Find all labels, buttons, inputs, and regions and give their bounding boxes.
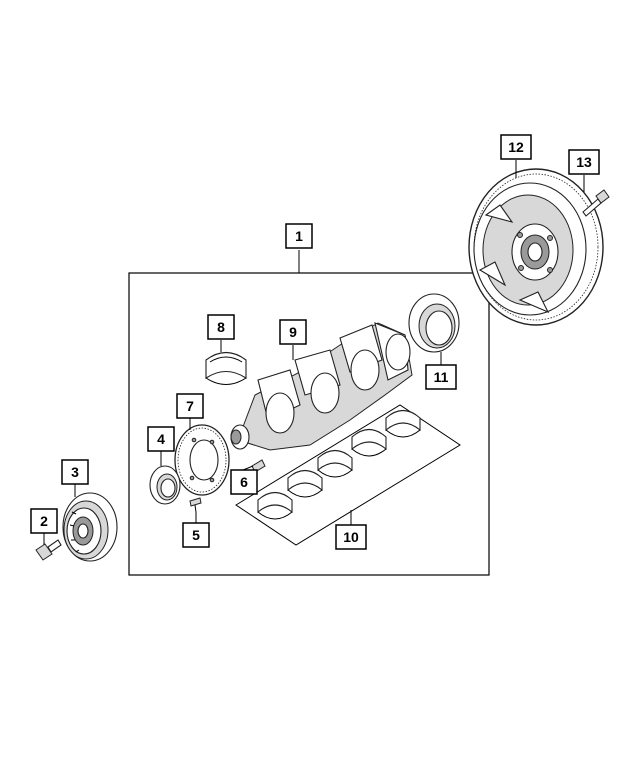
callout-8: 8	[207, 314, 235, 340]
callout-1-label: 1	[295, 228, 303, 244]
tone-wheel-part	[174, 424, 230, 496]
callout-12-label: 12	[508, 139, 524, 155]
callout-4: 4	[147, 426, 175, 452]
group-outline-frame	[128, 272, 490, 576]
callout-11: 11	[425, 364, 457, 390]
callout-6-label: 6	[240, 474, 248, 490]
callout-6: 6	[230, 469, 258, 495]
callout-8-label: 8	[217, 319, 225, 335]
rod-bearing-part	[205, 351, 247, 385]
callout-10: 10	[335, 524, 367, 550]
crankshaft-part	[230, 322, 413, 451]
callout-5-label: 5	[192, 527, 200, 543]
callout-1: 1	[285, 223, 313, 249]
callout-9: 9	[279, 319, 307, 345]
flywheel-bolt-part	[582, 189, 610, 217]
damper-bolt-part	[35, 539, 62, 561]
callout-9-label: 9	[289, 324, 297, 340]
front-seal-part	[149, 465, 181, 505]
callout-5: 5	[182, 522, 210, 548]
callout-2: 2	[30, 508, 58, 534]
tone-wheel-screw-part	[189, 497, 202, 513]
callout-2-label: 2	[40, 513, 48, 529]
callout-10-label: 10	[343, 529, 359, 545]
callout-11-label: 11	[434, 369, 449, 385]
callout-7-label: 7	[186, 398, 194, 414]
callout-12: 12	[500, 134, 532, 160]
callout-3: 3	[61, 459, 89, 485]
main-bearing-set-part	[235, 404, 461, 546]
callout-4-label: 4	[157, 431, 165, 447]
callout-7: 7	[176, 393, 204, 419]
damper-pulley-part	[62, 492, 118, 562]
callout-13-label: 13	[576, 154, 592, 170]
rear-main-seal-part	[408, 293, 460, 353]
flywheel-part	[468, 168, 604, 326]
callout-3-label: 3	[71, 464, 79, 480]
callout-13: 13	[568, 149, 600, 175]
